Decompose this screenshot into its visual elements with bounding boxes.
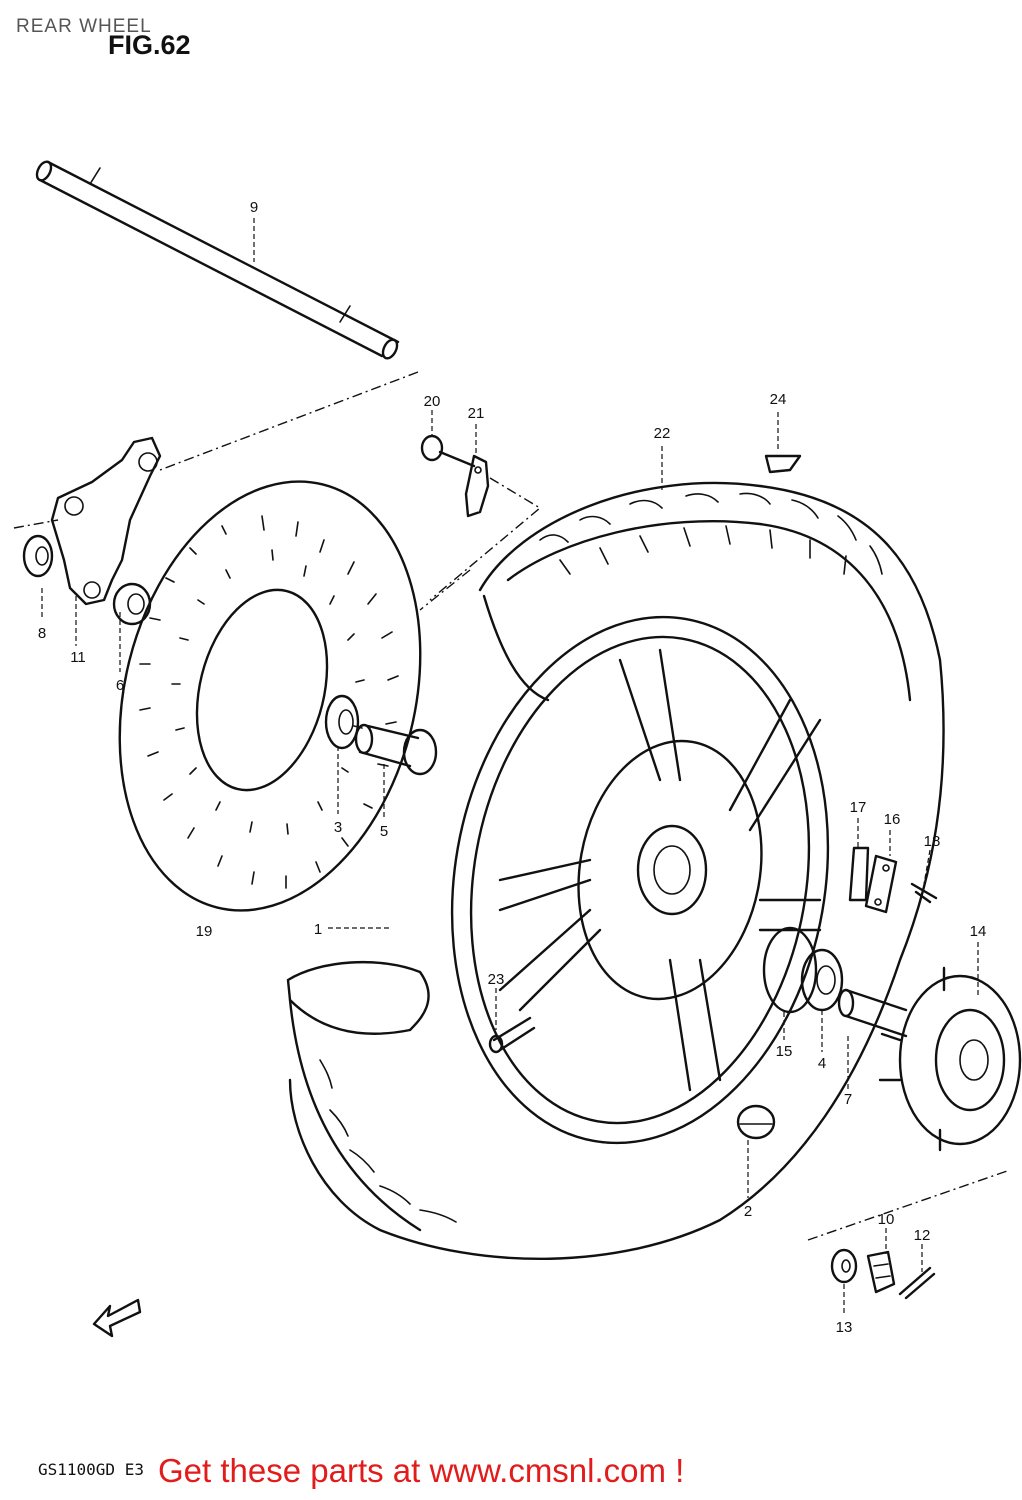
callout-1: 1: [314, 921, 322, 938]
valve-23: [488, 1016, 536, 1054]
callout-14: 14: [970, 923, 987, 940]
callout-7: 7: [844, 1091, 852, 1108]
callout-4: 4: [818, 1055, 826, 1072]
callout-2: 2: [744, 1203, 752, 1220]
pin-18: [910, 882, 938, 904]
figure-label: FIG.62: [108, 30, 191, 60]
spacer-7: [837, 988, 908, 1038]
front-direction-arrow-icon: [92, 1298, 142, 1338]
callout-23: 23: [488, 971, 505, 988]
nut-guide-line: [807, 1169, 1011, 1241]
parts-shop-link[interactable]: Get these parts at www.cmsnl.com !: [158, 1452, 685, 1489]
wheel-rim-1: [450, 615, 830, 1145]
bearing-4: [800, 948, 844, 1012]
balance-weight-24: [764, 454, 802, 474]
page-title: REAR WHEEL: [16, 16, 152, 37]
cap-2: [736, 1104, 776, 1140]
callout-24: 24: [770, 391, 787, 408]
washer-13: [830, 1248, 858, 1284]
disc-guide-line: [419, 569, 471, 611]
callout-8: 8: [38, 625, 46, 642]
spacer-5: [354, 723, 438, 776]
cotter-pin-12: [898, 1266, 936, 1300]
callout-21: 21: [468, 405, 485, 422]
tire-22: [286, 481, 945, 1261]
callout-15: 15: [776, 1043, 793, 1060]
callout-13: 13: [836, 1319, 853, 1336]
bearing-3: [324, 694, 360, 750]
model-code: GS1100GD E3: [38, 1460, 144, 1479]
callout-9: 9: [250, 199, 258, 216]
callout-19: 19: [196, 923, 213, 940]
callout-16: 16: [884, 811, 901, 828]
axle-guide-line: [159, 371, 419, 471]
sprocket-drum-14: [878, 966, 1022, 1152]
callout-22: 22: [654, 425, 671, 442]
brake-disc: [118, 480, 422, 912]
callout-leaders: [41, 218, 979, 1316]
plate-17: [848, 846, 870, 902]
callout-5: 5: [380, 823, 388, 840]
callout-10: 10: [878, 1211, 895, 1228]
spacer-guide-line: [13, 519, 59, 529]
plate-16: [864, 854, 898, 914]
castle-nut-10: [866, 1250, 896, 1294]
caliper-bracket: [50, 436, 162, 606]
rear-axle: [35, 160, 400, 360]
callout-20: 20: [424, 393, 441, 410]
callout-17: 17: [850, 799, 867, 816]
callout-12: 12: [914, 1227, 931, 1244]
callout-labels: 9 20 21 22 24 8 11 6 3 5 17 16 18 19 1 1…: [38, 199, 987, 1336]
bolt-20: [420, 434, 476, 468]
spacer-8: [22, 534, 54, 578]
lock-plate-21: [464, 454, 490, 518]
callout-18: 18: [924, 833, 941, 850]
callout-6: 6: [116, 677, 124, 694]
o-ring-15: [762, 926, 818, 1014]
callout-11: 11: [70, 649, 86, 666]
callout-3: 3: [334, 819, 342, 836]
bushing-6: [112, 582, 152, 626]
